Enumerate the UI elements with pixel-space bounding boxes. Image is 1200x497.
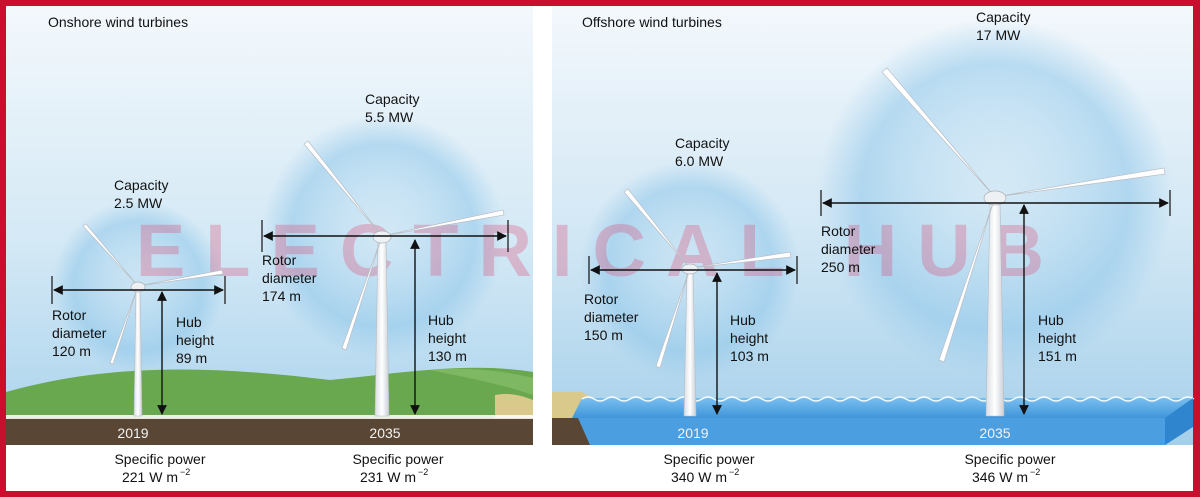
hub-height-value: 151 m — [1038, 348, 1077, 364]
watermark: ELECTRICAL HUB — [136, 209, 1064, 292]
turbine-blades — [881, 67, 1166, 363]
capacity-value: 6.0 MW — [675, 153, 724, 169]
specific-power-exponent: −2 — [729, 467, 739, 477]
specific-power-label: Specific power — [114, 451, 205, 467]
diameter-label: diameter — [262, 270, 317, 286]
sea-surface — [572, 398, 1193, 418]
capacity-label: Capacity — [114, 177, 168, 193]
year-label: 2019 — [677, 425, 708, 441]
rotor-label: Rotor — [584, 291, 619, 307]
specific-power-label: Specific power — [663, 451, 754, 467]
year-label: 2035 — [979, 425, 1010, 441]
capacity-value: 2.5 MW — [114, 195, 163, 211]
specific-power-exponent: −2 — [418, 467, 428, 477]
specific-power-label: Specific power — [964, 451, 1055, 467]
specific-power-value: 346 W m — [972, 469, 1028, 485]
specific-power-label: Specific power — [352, 451, 443, 467]
specific-power-exponent: −2 — [1030, 467, 1040, 477]
capacity-value: 17 MW — [976, 27, 1021, 43]
panel-title-onshore: Onshore wind turbines — [48, 14, 188, 30]
rotor-diameter-value: 174 m — [262, 288, 301, 304]
height-label: height — [428, 330, 466, 346]
diameter-label: diameter — [52, 325, 107, 341]
hub-height-value: 103 m — [730, 348, 769, 364]
specific-power-value: 340 W m — [671, 469, 727, 485]
turbine-blades — [82, 223, 224, 365]
hub-label: Hub — [1038, 312, 1064, 328]
turbine-offshore-2035 — [820, 67, 1171, 417]
specific-power-value: 221 W m — [122, 469, 178, 485]
hub-height-value: 130 m — [428, 348, 467, 364]
rotor-label: Rotor — [52, 307, 87, 323]
hub-label: Hub — [176, 314, 202, 330]
year-label: 2035 — [369, 425, 400, 441]
hub-label: Hub — [730, 312, 756, 328]
height-label: height — [1038, 330, 1076, 346]
specific-power-value: 231 W m — [360, 469, 416, 485]
rotor-diameter-value: 150 m — [584, 327, 623, 343]
diameter-label: diameter — [584, 309, 639, 325]
turbine-blades — [303, 140, 505, 351]
diameter-label: diameter — [821, 241, 876, 257]
sea-front — [552, 418, 1165, 445]
rotor-diameter-value: 250 m — [821, 259, 860, 275]
turbine-onshore-2035 — [261, 140, 509, 417]
hub-label: Hub — [428, 312, 454, 328]
year-label: 2019 — [117, 425, 148, 441]
capacity-label: Capacity — [976, 9, 1030, 25]
height-label: height — [176, 332, 214, 348]
turbine-onshore-2019 — [51, 223, 226, 417]
capacity-label: Capacity — [675, 135, 729, 151]
specific-power-exponent: −2 — [180, 467, 190, 477]
turbine-offshore-2019 — [588, 188, 798, 417]
height-label: height — [730, 330, 768, 346]
hub-height-value: 89 m — [176, 350, 207, 366]
rotor-diameter-value: 120 m — [52, 343, 91, 359]
panel-title-offshore: Offshore wind turbines — [582, 14, 722, 30]
ground-strip — [6, 418, 533, 445]
capacity-value: 5.5 MW — [365, 109, 414, 125]
rotor-label: Rotor — [262, 252, 297, 268]
panel-divider — [533, 6, 552, 491]
capacity-label: Capacity — [365, 91, 419, 107]
rotor-label: Rotor — [821, 223, 856, 239]
